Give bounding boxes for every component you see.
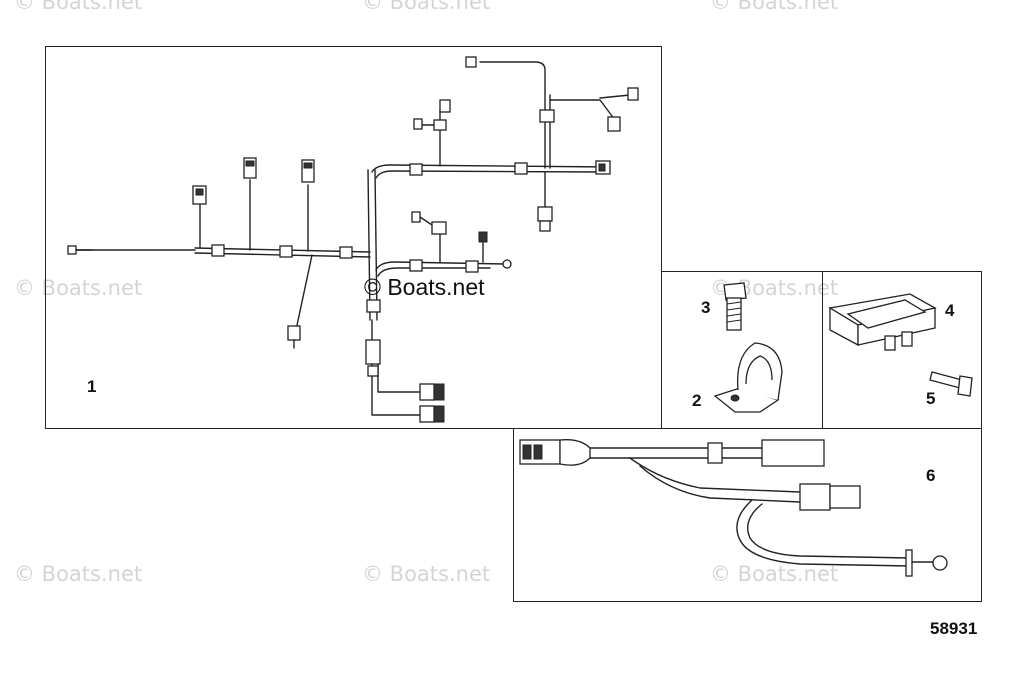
- watermark-bottom-left: © Boats.net: [14, 562, 143, 586]
- watermark-top-right: © Boats.net: [710, 0, 839, 14]
- clamp-item-2: [713, 342, 783, 413]
- wiring-harness-main: [67, 56, 639, 423]
- panel-main-harness: [45, 46, 662, 429]
- callout-2: 2: [692, 391, 702, 410]
- watermark-center: © Boats.net: [364, 274, 485, 300]
- wiring-harness-item-6: [519, 439, 948, 577]
- callout-4: 4: [945, 301, 955, 320]
- callout-1: 1: [87, 377, 97, 396]
- watermark-top-left: © Boats.net: [14, 0, 143, 14]
- watermark-top-center: © Boats.net: [362, 0, 491, 14]
- watermark-bottom-center: © Boats.net: [362, 562, 491, 586]
- screw-item-3: [723, 282, 747, 331]
- watermark-middle-left: © Boats.net: [14, 276, 143, 300]
- panel-harness-6: [513, 428, 982, 602]
- callout-5: 5: [926, 389, 936, 408]
- module-item-4: [828, 293, 937, 351]
- watermark-bottom-right: © Boats.net: [710, 562, 839, 586]
- figure-number: 58931: [930, 619, 978, 638]
- callout-6: 6: [926, 466, 936, 485]
- callout-3: 3: [701, 298, 711, 317]
- bolt-item-5: [929, 371, 973, 397]
